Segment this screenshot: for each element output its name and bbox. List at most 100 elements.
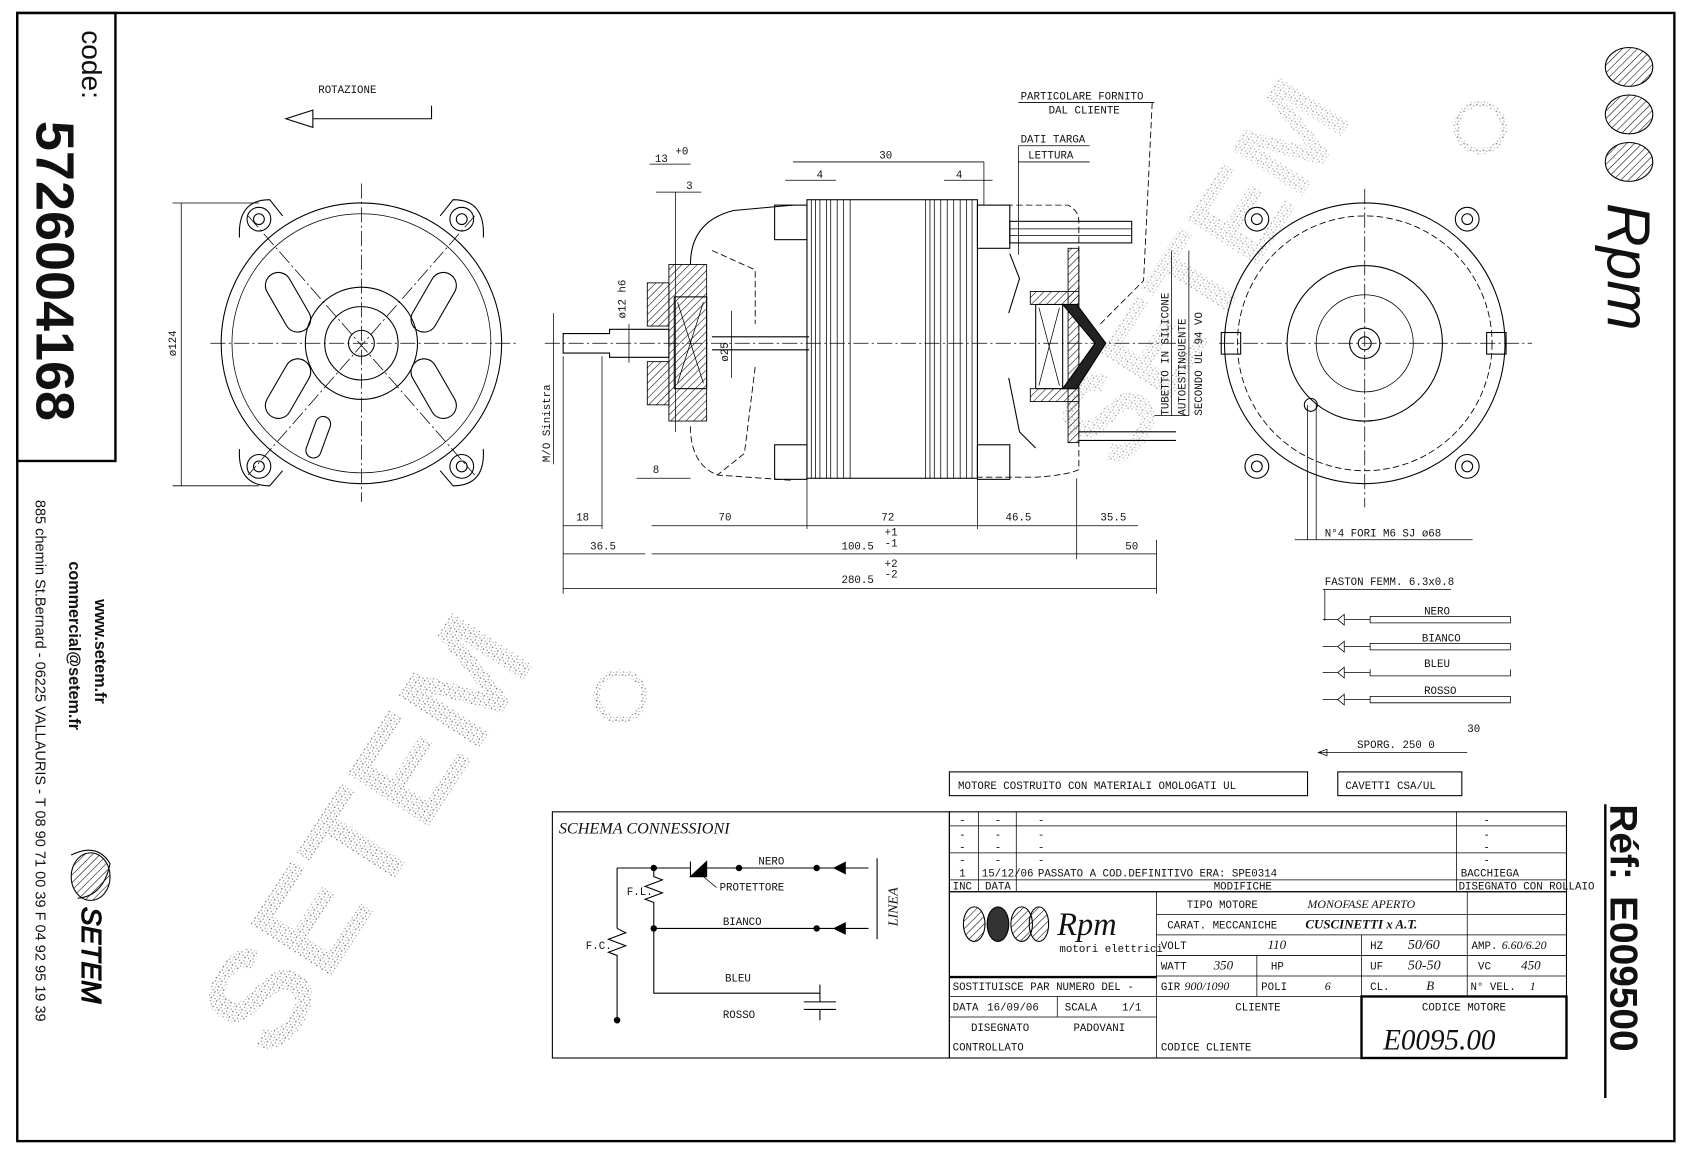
- drawing-sporgenza: SPORG. 250 0: [1357, 740, 1435, 752]
- tubetto-label-2: AUTOESTINGUENTE: [1178, 319, 1190, 416]
- title-block: Rpm motori elettrici TIPO MOTORE MONOFAS…: [948, 891, 1568, 1060]
- drawing-dims-d50: 50: [1125, 542, 1138, 554]
- front-diameter-label: ø124: [168, 330, 180, 356]
- revisions-rows-1-by: -: [1483, 830, 1489, 842]
- particolare-label-2: DAL CLIENTE: [1049, 105, 1120, 117]
- title-block-tipo-label: TIPO MOTORE: [1187, 900, 1258, 912]
- title-block-cl-label: CL.: [1370, 982, 1389, 994]
- setem-logo: SETEM: [70, 849, 111, 1005]
- notes: MOTORE COSTRUITO CON MATERIALI OMOLOGATI…: [948, 771, 1463, 797]
- title-block-logo-text: Rpm: [1056, 907, 1116, 943]
- title-block-codice-cliente-label: CODICE CLIENTE: [1161, 1042, 1252, 1054]
- title-block-gir-label: GIR: [1161, 982, 1181, 994]
- rpm-title-logo: Rpm motori elettrici: [962, 906, 1163, 956]
- title-block-scala-label: SCALA: [1065, 1002, 1098, 1014]
- revisions-rows-1-mod: -: [1038, 830, 1044, 842]
- email-link[interactable]: commercial@setem.fr: [65, 561, 83, 730]
- code-box: [16, 11, 117, 463]
- drawing-wires-3: ROSSO: [1424, 686, 1456, 698]
- revisions-rows-2-data: -: [995, 843, 1001, 855]
- holes-note: N°4 FORI M6 SJ ø68: [1325, 529, 1441, 541]
- revisions-rows-4-data: 15/12/06: [982, 869, 1034, 881]
- title-block-cliente-label: CLIENTE: [1235, 1002, 1280, 1014]
- drawing-dims-d30: 30: [879, 151, 892, 163]
- revisions-rows-2-mod: -: [1038, 843, 1044, 855]
- watermark-text: SETEM: [1029, 56, 1377, 490]
- title-block-hz-label: HZ: [1370, 941, 1383, 953]
- revisions-rows-4-mod: PASSATO A COD.DEFINITIVO ERA: SPE0314: [1038, 869, 1277, 881]
- drawing-dims-d72: 72: [881, 512, 894, 524]
- schema-title: SCHEMA CONNESSIONI: [559, 820, 731, 837]
- faston-detail: FASTON FEMM. 6.3x0.8 NERO BIANCO BLEU RO…: [1317, 577, 1511, 757]
- title-block-uf-value: 50-50: [1408, 958, 1441, 973]
- title-block-vc-label: VC: [1478, 961, 1491, 973]
- revisions-rows-2-by: -: [1483, 843, 1489, 855]
- title-block-carat-value: CUSCINETTI x A.T.: [1305, 916, 1417, 931]
- schema-rosso: ROSSO: [723, 1010, 755, 1022]
- title-block-watt-value: 350: [1213, 957, 1234, 972]
- right-panel: Rpm Réf: E009500: [1594, 46, 1662, 1098]
- side-section-view: PARTICOLARE FORNITO DAL CLIENTE DATI TAR…: [542, 91, 1206, 594]
- title-block-scala-value: 1/1: [1122, 1002, 1141, 1014]
- drawing-wires-0: NERO: [1424, 606, 1450, 618]
- schema-bleu: BLEU: [725, 973, 751, 985]
- title-block-volt-label: VOLT: [1161, 941, 1187, 953]
- drawing-rotation-label: ROTAZIONE: [318, 85, 376, 97]
- drawing-dims-d280: 280.5: [842, 575, 874, 587]
- lettura-label: LETTURA: [1028, 151, 1074, 163]
- revisions-rows-3-by: -: [1483, 856, 1489, 868]
- title-block-logo-sub: motori elettrici: [1059, 944, 1162, 956]
- title-block-sostituisce-value: -: [1127, 982, 1133, 994]
- drawing-dims-d100: 100.5: [842, 542, 874, 554]
- drawing-dims-d13-tol: +0: [675, 146, 688, 158]
- title-block-tipo-value: MONOFASE APERTO: [1307, 897, 1416, 911]
- revisions-rows-0-data: -: [995, 816, 1001, 828]
- address-text: 885 chemin St.Bernard - 06225 VALLAURIS …: [32, 500, 48, 1022]
- drawing-dims-d4a: 4: [817, 170, 823, 182]
- title-block-disegnato-label: DISEGNATO: [971, 1023, 1029, 1035]
- schema-linea: LINEA: [887, 887, 902, 927]
- schema-fc: F.C.: [586, 941, 612, 953]
- revisions-rows-0-mod: -: [1038, 816, 1044, 828]
- ref-label: Réf:: [1602, 804, 1645, 880]
- revisions-rows-1-inc: -: [959, 830, 965, 842]
- title-block-disegnato-value: PADOVANI: [1073, 1023, 1125, 1035]
- schema-fl: F.L.: [627, 887, 653, 899]
- rotation-indicator: ROTAZIONE: [284, 85, 433, 129]
- drawing-dims-d4b: 4: [956, 170, 962, 182]
- left-panel: code: 5726004168 www.setem.fr commercial…: [16, 11, 117, 1022]
- drawing-dims-d8: 8: [653, 465, 659, 477]
- title-block-vc-value: 450: [1521, 957, 1541, 972]
- rear-view: N°4 FORI M6 SJ ø68: [1219, 188, 1532, 541]
- cables-note: CAVETTI CSA/UL: [1345, 781, 1436, 793]
- revisions-rows-1-data: -: [995, 830, 1001, 842]
- rpm-logo-text: Rpm: [1594, 203, 1662, 331]
- revisions-rows-3-data: -: [995, 856, 1001, 868]
- drawing-dims-d280-tol-up: +2: [885, 559, 898, 571]
- rpm-coil-logo: [1604, 46, 1654, 182]
- ref-value: E009500: [1602, 896, 1645, 1052]
- title-block-poli-label: POLI: [1261, 982, 1287, 994]
- title-block-vel-value: 1: [1530, 979, 1536, 993]
- website-link[interactable]: www.setem.fr: [91, 598, 109, 704]
- wire-nero: [1322, 613, 1511, 626]
- protector-symbol: [689, 860, 708, 878]
- drawing-faston-title: FASTON FEMM. 6.3x0.8: [1325, 577, 1454, 589]
- revisions-rows-3-inc: -: [959, 856, 965, 868]
- drawing-dims-d46: 46.5: [1005, 512, 1031, 524]
- title-block-cl-value: B: [1426, 978, 1434, 993]
- revisions-rows-4-inc: 1: [959, 869, 965, 881]
- drawing-dims-d35: 35.5: [1100, 512, 1126, 524]
- drawing-dims-d13: 13: [655, 154, 668, 166]
- revisions-rows-0-inc: -: [959, 816, 965, 828]
- code-value: 5726004168: [25, 121, 85, 421]
- mounting-ears: [238, 199, 484, 487]
- wire-rosso: [1322, 693, 1511, 706]
- drawing-wires-2: BLEU: [1424, 659, 1450, 671]
- drawing-dims-d280-tol-dn: -2: [885, 570, 898, 582]
- schema-protettore: PROTETTORE: [720, 883, 785, 895]
- title-block-data-label: DATA: [953, 1002, 979, 1014]
- dati-targa-label: DATI TARGA: [1021, 135, 1086, 147]
